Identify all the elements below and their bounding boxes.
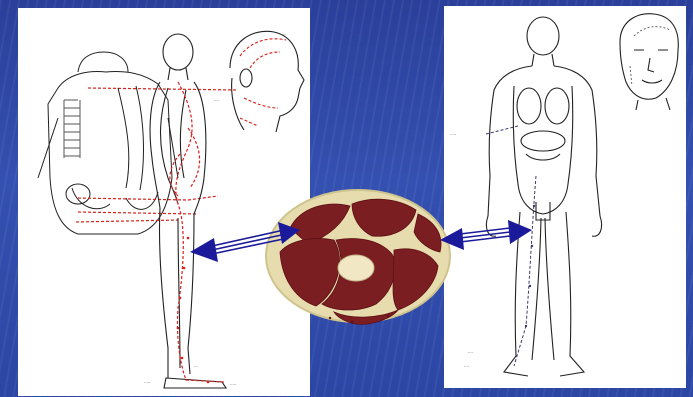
right-anatomy-panel: ····· ···· ···· <box>444 6 686 388</box>
meridian-head-profile-icon: ····· ···· <box>18 8 310 396</box>
meridian-face-icon <box>444 6 686 388</box>
svg-text:····: ···· <box>214 98 219 103</box>
svg-text:·····: ····· <box>280 32 286 37</box>
left-anatomy-panel: ····· ····· ··· ····· ···· <box>18 8 310 396</box>
